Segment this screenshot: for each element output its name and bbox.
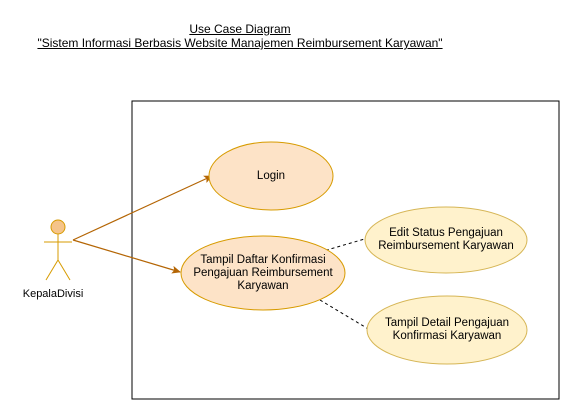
usecase-login-label: Login bbox=[256, 169, 286, 182]
actor-kepaladivisi[interactable] bbox=[44, 219, 72, 281]
actor-head bbox=[50, 219, 66, 235]
usecase-tampil-detail-label: Tampil Detail Pengajuan Konfirmasi Karya… bbox=[384, 317, 510, 342]
usecase-tampil-daftar-label: Tampil Daftar Konfirmasi Pengajuan Reimb… bbox=[193, 253, 333, 292]
usecase-login-shape[interactable] bbox=[208, 141, 334, 211]
usecase-edit-status-label: Edit Status Pengajuan Reimbursement Kary… bbox=[378, 227, 514, 252]
diagram-subtitle: "Sistem Informasi Berbasis Website Manaj… bbox=[37, 36, 443, 50]
actor-left-leg bbox=[45, 259, 59, 281]
dependency-tampil-detail bbox=[319, 299, 371, 331]
association-tampil-daftar bbox=[72, 239, 181, 274]
actor-label: KepalaDivisi bbox=[22, 288, 84, 300]
usecase-edit-status-shape[interactable] bbox=[364, 206, 528, 274]
usecase-tampil-daftar-shape[interactable] bbox=[180, 235, 346, 311]
usecase-tampil-detail-shape[interactable] bbox=[366, 295, 528, 365]
actor-right-leg bbox=[57, 259, 71, 281]
association-login bbox=[72, 175, 213, 241]
system-boundary bbox=[131, 100, 560, 400]
diagram-title: Use Case Diagram bbox=[189, 22, 291, 36]
dependency-edit-status bbox=[319, 237, 369, 253]
